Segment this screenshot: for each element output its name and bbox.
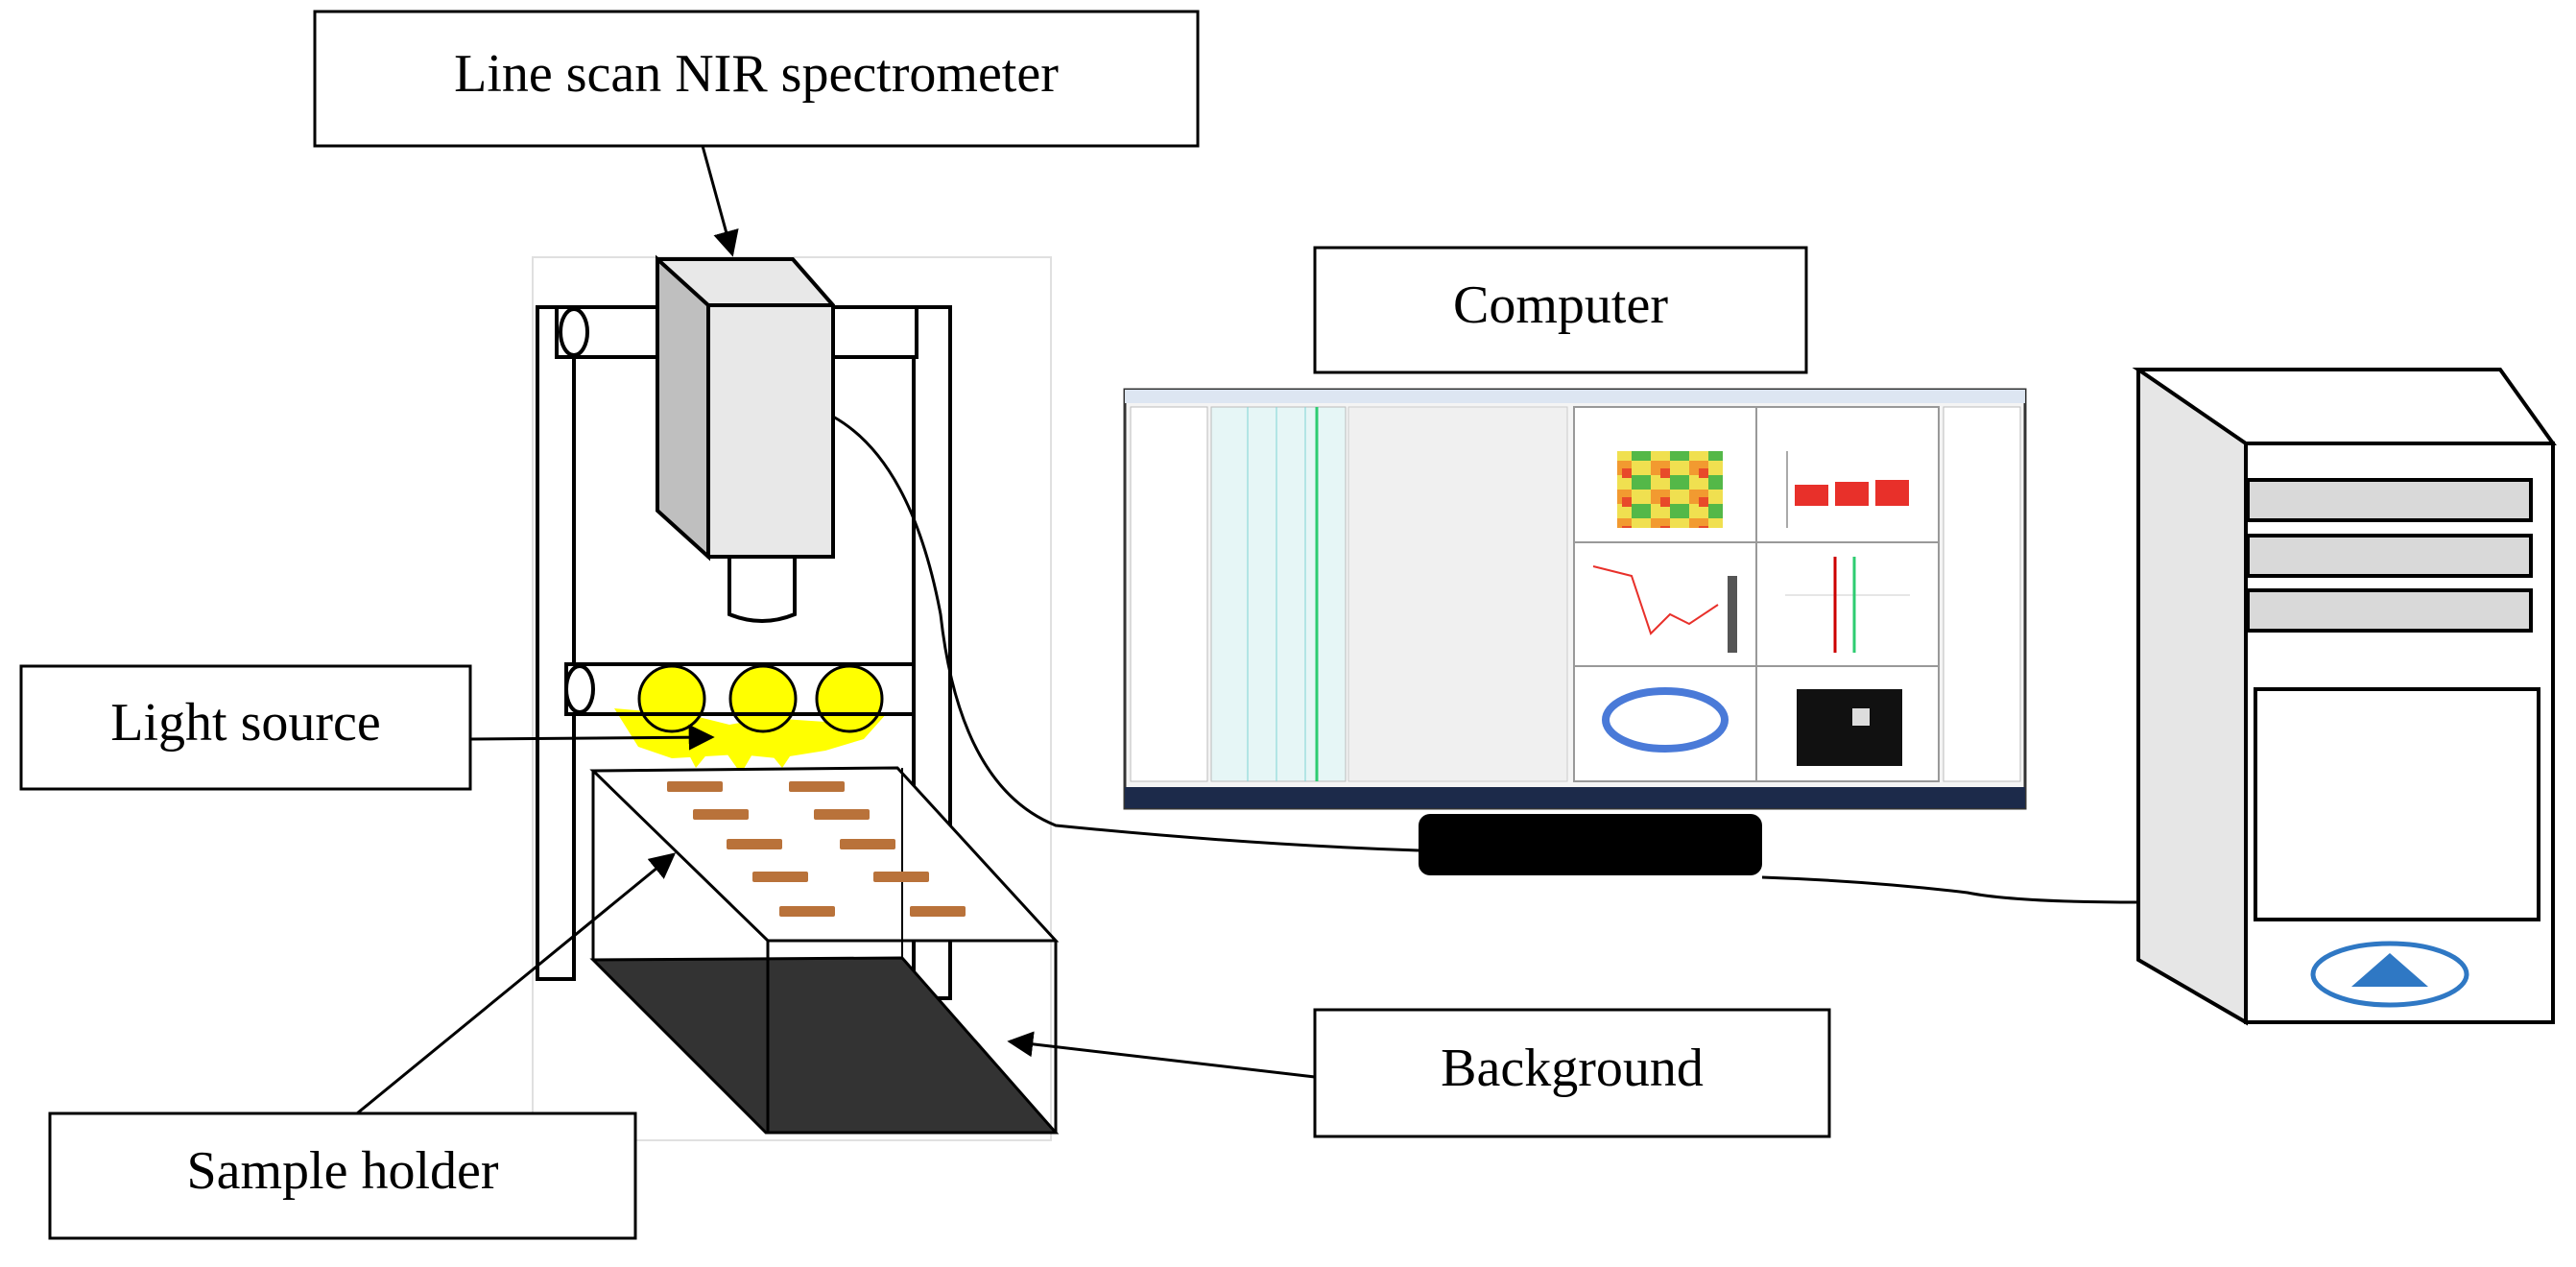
label-spectrometer-text: Line scan NIR spectrometer — [454, 44, 1059, 104]
label-background: Background — [1313, 1008, 1831, 1138]
sample-strips — [667, 781, 966, 917]
spectrometer-camera-icon — [655, 254, 835, 623]
arrow-sample-holder — [356, 852, 677, 1115]
sample-holder — [589, 766, 1060, 1135]
label-sample-holder-text: Sample holder — [186, 1141, 498, 1201]
arrow-background — [1007, 1031, 1316, 1079]
label-sample-holder: Sample holder — [48, 1112, 637, 1240]
arrow-light-source — [469, 724, 715, 751]
label-computer-text: Computer — [1453, 275, 1668, 335]
computer-tower-icon — [2132, 368, 2557, 1026]
arrow-spectrometer — [701, 145, 739, 257]
label-light-source-text: Light source — [110, 693, 380, 753]
light-source — [564, 662, 916, 774]
cables — [832, 415, 2139, 904]
light-bulb-icon — [728, 664, 798, 733]
label-light-source: Light source — [19, 664, 472, 791]
label-spectrometer: Line scan NIR spectrometer — [313, 10, 1200, 148]
label-background-text: Background — [1441, 1039, 1704, 1098]
light-bulb-icon — [815, 664, 884, 733]
label-computer: Computer — [1313, 246, 1808, 374]
triangle-up-icon — [2351, 953, 2428, 987]
monitor-icon — [1123, 388, 2027, 875]
light-bulb-icon — [637, 664, 706, 733]
